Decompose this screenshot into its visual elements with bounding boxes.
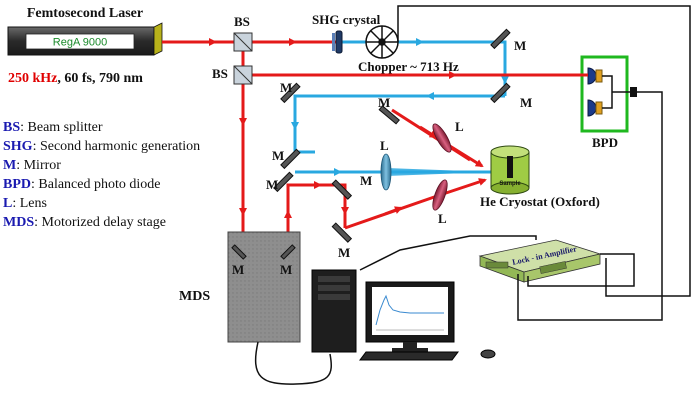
chopper <box>365 25 399 59</box>
laser-rate: 250 kHz <box>8 71 57 86</box>
beam-splitter-1 <box>233 32 253 52</box>
mirror-blue-return <box>490 82 511 104</box>
computer-monitor <box>365 281 455 352</box>
femtosecond-laser: RegA 9000 <box>7 22 163 56</box>
legend-item-bs: BS: Beam splitter <box>3 120 103 135</box>
bs1-label: BS <box>234 14 250 29</box>
laser-params: 250 kHz, 60 fs, 790 nm <box>8 71 143 86</box>
mouse-icon <box>480 349 496 359</box>
lens-label-1: L <box>455 119 464 134</box>
mirror-label-7: M <box>360 173 372 188</box>
lens-pump <box>432 179 448 211</box>
beam-splitter-2 <box>233 65 253 85</box>
laser-title: Femtosecond Laser <box>27 6 143 21</box>
mirror-label-2: M <box>520 95 532 110</box>
lock-in-amplifier: Lock - in Amplifier <box>478 239 602 283</box>
legend-item-bpd: BPD: Balanced photo diode <box>3 177 160 192</box>
bpd-label: BPD <box>592 135 618 150</box>
legend: BS: Beam splitter SHG: Second harmonic g… <box>3 120 200 230</box>
motorized-delay-stage <box>227 231 301 343</box>
cryostat-label: He Cryostat (Oxford) <box>480 194 600 209</box>
chopper-label: Chopper ~ 713 Hz <box>358 59 459 74</box>
keyboard-icon <box>359 351 459 361</box>
mirror-top-right <box>490 28 511 50</box>
lens-probe <box>380 153 392 191</box>
mirror-label-6: M <box>266 177 278 192</box>
mirror-label-1: M <box>514 38 526 53</box>
laser-model: RegA 9000 <box>53 37 107 49</box>
mds-mirror-label-1: M <box>232 262 244 277</box>
probe-focus-cone <box>386 168 494 176</box>
computer-tower <box>311 269 357 353</box>
lens-label-2: L <box>380 138 389 153</box>
he-cryostat: Sample <box>490 145 530 195</box>
laser-model-panel <box>25 33 135 50</box>
legend-item-m: M: Mirror <box>3 158 61 173</box>
mds-label: MDS <box>179 289 210 304</box>
sample-label: Sample <box>499 181 521 187</box>
lens-reference <box>432 123 452 153</box>
legend-item-mds: MDS: Motorized delay stage <box>3 215 166 230</box>
mds-mirror-label-2: M <box>280 262 292 277</box>
legend-item-l: L: Lens <box>3 196 47 211</box>
signal-cables <box>254 5 691 385</box>
balanced-photodiode <box>580 55 637 133</box>
laser-params-rest: , 60 fs, 790 nm <box>57 71 143 86</box>
mirror-label-3: M <box>280 80 292 95</box>
mirror-pump-mid <box>331 179 353 200</box>
legend-item-shg: SHG: Second harmonic generation <box>3 139 200 154</box>
mirror-blue-left <box>280 82 301 104</box>
bs2-label: BS <box>212 66 228 81</box>
pump-beam-red <box>162 38 580 256</box>
mirror-label-8: M <box>338 245 350 260</box>
mirror-label-5: M <box>272 148 284 163</box>
mirror-pump-left <box>273 171 294 193</box>
shg-crystal <box>332 30 343 54</box>
mirror-label-4: M <box>378 95 390 110</box>
mirror-pump-low <box>331 222 353 243</box>
shg-crystal-label: SHG crystal <box>312 12 381 27</box>
mirror-reference <box>378 105 400 125</box>
mirror-blue-lower <box>280 148 301 170</box>
lens-label-3: L <box>438 211 447 226</box>
